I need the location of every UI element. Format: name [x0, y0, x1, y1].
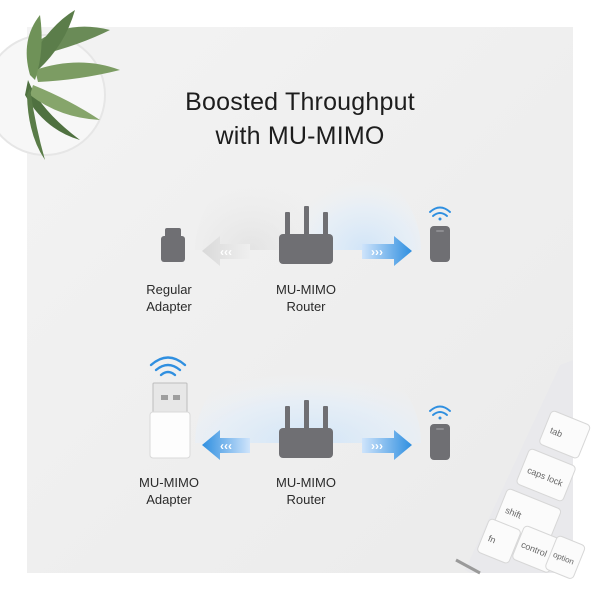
label-line: MU-MIMO	[276, 475, 336, 490]
mu-mimo-adapter-label: MU-MIMO Adapter	[114, 474, 224, 508]
arrow-left-gray: ‹‹‹	[202, 236, 250, 266]
arrow-right-chevrons: ›››	[371, 245, 383, 259]
label-line: MU-MIMO	[139, 475, 199, 490]
usb-adapter-icon	[161, 228, 185, 262]
key-fn-text: fn	[487, 533, 498, 545]
scenario-top: ‹‹‹ ›››	[161, 150, 451, 266]
signal-glow-blue	[195, 343, 421, 443]
arrow-left-chevrons: ‹‹‹	[220, 439, 232, 453]
label-line: Router	[286, 299, 326, 314]
arrow-right-chevrons: ›››	[371, 439, 383, 453]
arrow-right-blue: ›››	[362, 430, 412, 460]
router-icon	[279, 206, 333, 264]
arrow-left-blue: ‹‹‹	[202, 430, 250, 460]
label-line: Regular	[146, 282, 192, 297]
headline-line2: with MU-MIMO	[215, 122, 385, 150]
scenario-bottom: ‹‹‹ ›››	[149, 343, 451, 460]
label-line: Adapter	[146, 492, 192, 507]
arrow-left-chevrons: ‹‹‹	[220, 245, 232, 259]
phone-icon	[430, 226, 450, 262]
signal-glow-gray	[195, 150, 308, 250]
wifi-icon	[429, 206, 451, 221]
wifi-icon	[429, 405, 451, 420]
regular-adapter-label: Regular Adapter	[114, 281, 224, 315]
keyboard-decoration: tab caps lock shift fn control option	[455, 360, 591, 579]
image-panel	[27, 27, 573, 573]
label-line: Adapter	[146, 299, 192, 314]
headline-line1: Boosted Throughput	[185, 88, 415, 116]
phone-icon	[430, 424, 450, 460]
wifi-icon	[149, 356, 187, 377]
router-label-bottom: MU-MIMO Router	[251, 474, 361, 508]
mu-mimo-usb-adapter-icon	[149, 382, 191, 459]
arrow-right-blue: ›››	[362, 236, 412, 266]
plant-decoration	[0, 10, 120, 160]
router-icon	[279, 400, 333, 458]
key-tab-text: tab	[549, 425, 564, 439]
label-line: Router	[286, 492, 326, 507]
signal-glow-blue	[308, 150, 421, 250]
label-line: MU-MIMO	[276, 282, 336, 297]
router-label-top: MU-MIMO Router	[251, 281, 361, 315]
